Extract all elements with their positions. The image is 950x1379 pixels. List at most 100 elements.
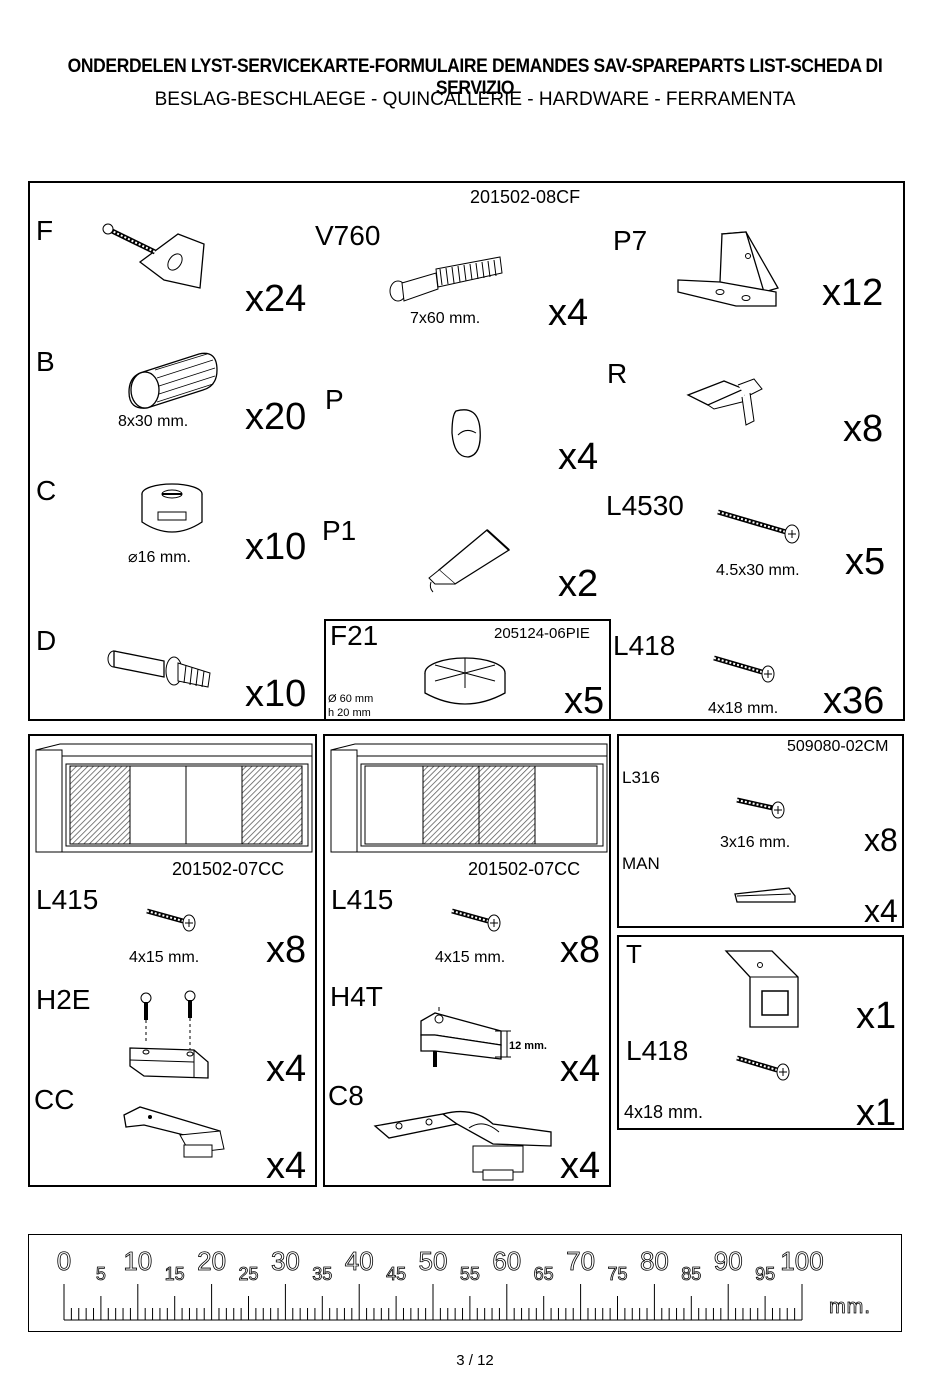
right-top-box (617, 734, 904, 928)
part-l418-dim: 4x18 mm. (708, 700, 779, 717)
ruler-major-label: 70 (566, 1246, 595, 1276)
left-h2e-label: H2E (36, 984, 91, 1015)
part-f-icon (102, 223, 205, 289)
page-subtitle: BESLAG-BESCHLAEGE - QUINCALLERIE - HARDW… (154, 89, 796, 110)
part-v760-label: V760 (315, 220, 381, 251)
ruler-minor-label: 15 (165, 1264, 185, 1284)
part-l4530-qty: x5 (845, 541, 886, 583)
right-l316-dim: 3x16 mm. (720, 834, 791, 851)
right-l418-qty: x1 (856, 1092, 897, 1134)
page-title: ONDERDELEN LYST-SERVICEKARTE-FORMULAIRE … (67, 56, 883, 99)
left-cabinet-box (28, 734, 317, 1187)
ruler-major-label: 30 (271, 1246, 300, 1276)
part-p1-label: P1 (322, 515, 357, 546)
ruler-major-label: 50 (419, 1246, 448, 1276)
part-c-qty: x10 (245, 526, 307, 568)
right-l418-dim: 4x18 mm. (624, 1102, 704, 1122)
ruler-minor-label: 25 (238, 1264, 258, 1284)
ruler-minor-label: 95 (755, 1264, 775, 1284)
part-f-label: F (36, 215, 54, 246)
right-man-label: MAN (622, 854, 660, 873)
ruler-major-label: 10 (123, 1246, 152, 1276)
left-h2e-icon (129, 990, 209, 1079)
part-b-qty: x20 (245, 396, 307, 438)
right-l418-icon (736, 1055, 790, 1081)
part-b-dim: 8x30 mm. (118, 413, 189, 430)
ruler-minor-label: 65 (534, 1264, 554, 1284)
part-p7-label: P7 (613, 225, 648, 256)
part-p-icon (451, 409, 481, 458)
part-c-dim: ⌀16 mm. (128, 549, 191, 566)
f21-dim-height: h 20 mm (328, 707, 371, 719)
right-t-icon (724, 950, 799, 1028)
right-bottom-box (617, 935, 904, 1130)
page-number: 3 / 12 (456, 1352, 494, 1369)
middle-cabinet-box (323, 734, 611, 1187)
ruler-major-label: 20 (197, 1246, 226, 1276)
part-p7-icon (677, 231, 779, 307)
middle-c8-label: C8 (328, 1080, 364, 1111)
main-box-code: 201502-08CF (470, 187, 581, 207)
part-l418-label: L418 (613, 630, 676, 661)
part-c-label: C (36, 475, 57, 506)
part-v760-qty: x4 (548, 292, 589, 334)
part-b-label: B (36, 346, 55, 377)
ruler-minor-label: 85 (681, 1264, 701, 1284)
part-r-icon (686, 378, 763, 426)
ruler-box (28, 1234, 902, 1332)
right-man-icon (734, 887, 796, 903)
right-l316-label: L316 (622, 768, 660, 787)
ruler-major-label: 40 (345, 1246, 374, 1276)
left-h2e-qty: x4 (266, 1048, 307, 1090)
part-l418-icon (713, 655, 775, 683)
part-f21-qty: x5 (564, 680, 605, 722)
right-t-qty: x1 (856, 995, 897, 1037)
part-r-label: R (607, 358, 628, 389)
left-l415-dim: 4x15 mm. (129, 949, 200, 966)
middle-box-code: 201502-07CC (468, 859, 581, 879)
f21-dim-diameter: Ø 60 mm (328, 693, 374, 705)
ruler-major-label: 100 (780, 1246, 823, 1276)
left-l415-qty: x8 (266, 929, 307, 971)
left-l415-label: L415 (36, 884, 99, 915)
part-c-icon (141, 483, 203, 533)
ruler-minor-label: 5 (96, 1264, 106, 1284)
ruler-minor-label: 45 (386, 1264, 406, 1284)
middle-l415-qty: x8 (560, 929, 601, 971)
part-r-qty: x8 (843, 408, 884, 450)
middle-h4t-icon (420, 1007, 511, 1067)
ruler-major-label: 90 (714, 1246, 743, 1276)
part-l4530-label: L4530 (606, 490, 684, 521)
ruler-minor-label: 35 (312, 1264, 332, 1284)
middle-h4t-note: 12 mm. (509, 1040, 547, 1052)
cabinet-drawing-middle (330, 743, 608, 853)
part-p-label: P (325, 384, 344, 415)
part-d-label: D (36, 625, 57, 656)
right-t-label: T (626, 939, 642, 969)
right-l418-label: L418 (626, 1035, 689, 1066)
part-f-qty: x24 (245, 278, 307, 320)
middle-l415-dim: 4x15 mm. (435, 949, 506, 966)
part-p1-icon (428, 529, 511, 593)
part-p-qty: x4 (558, 436, 599, 478)
cabinet-drawing-left (35, 743, 313, 853)
part-f21-icon (424, 657, 506, 705)
ruler-major-label: 80 (640, 1246, 669, 1276)
part-l4530-icon (717, 509, 800, 544)
part-p1-qty: x2 (558, 563, 599, 605)
ruler-minor-label: 75 (607, 1264, 627, 1284)
f21-box (324, 619, 611, 721)
right-man-qty: x4 (864, 893, 898, 929)
part-v760-icon (389, 256, 503, 302)
left-box-code: 201502-07CC (172, 859, 285, 879)
f21-code: 205124-06PIE (494, 625, 590, 642)
right-l316-qty: x8 (864, 822, 898, 858)
left-cc-label: CC (34, 1084, 75, 1115)
right-top-code: 509080-02CM (787, 738, 889, 755)
left-cc-qty: x4 (266, 1145, 307, 1187)
part-d-icon (107, 650, 211, 688)
ruler-unit: mm. (829, 1296, 871, 1319)
part-f21-label: F21 (330, 620, 379, 651)
part-d-qty: x10 (245, 673, 307, 715)
